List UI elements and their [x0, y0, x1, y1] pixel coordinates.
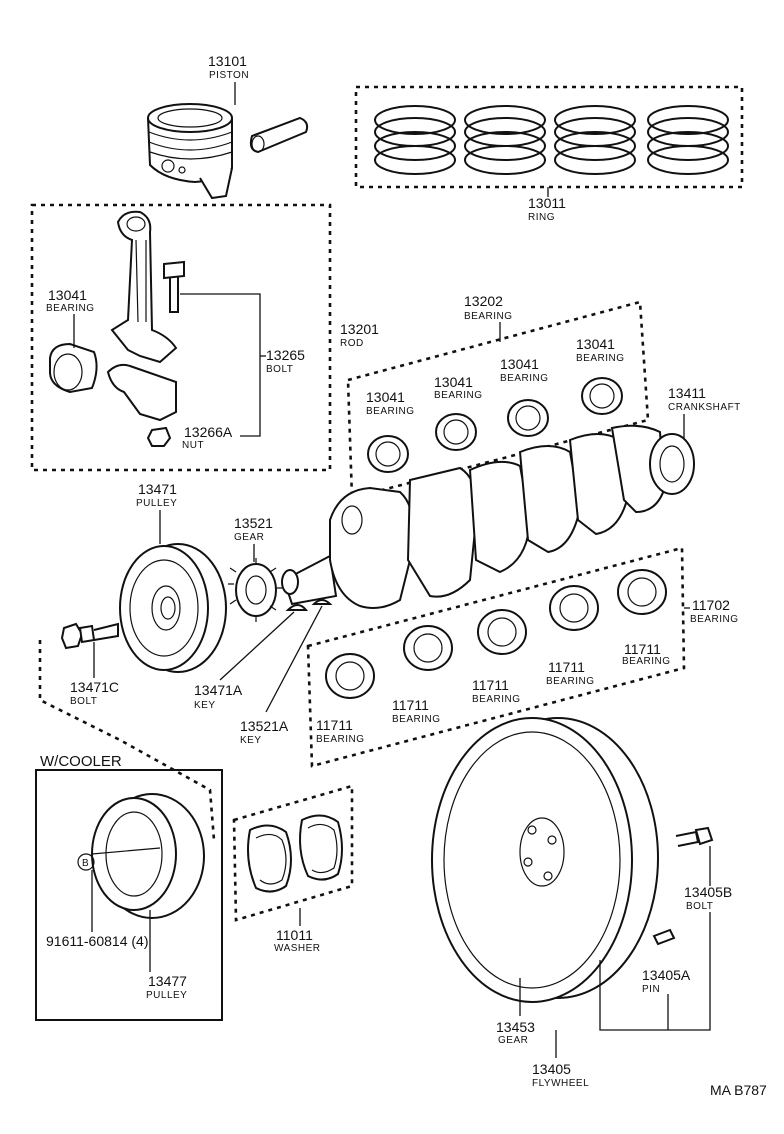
main-b2-name: BEARING	[392, 714, 441, 725]
upper-bearing-set-number: 13202	[464, 293, 503, 309]
piston-drawing	[147, 103, 309, 200]
bearing-u4-number: 13041	[576, 336, 615, 352]
pulley-bolt-number: 13471C	[70, 679, 119, 695]
bearing-u3-number: 13041	[500, 356, 539, 372]
pulley-bolt-drawing	[60, 622, 119, 650]
rod-bolt-leader	[180, 293, 261, 437]
gear-number: 13521	[234, 515, 273, 531]
pulley-drawing	[119, 543, 227, 673]
upper-bearing-set-name: BEARING	[464, 311, 513, 322]
main-b1-number: 11711	[316, 717, 353, 733]
rod-bolt-name: BOLT	[266, 364, 293, 375]
flywheel-bolt-number: 13405B	[684, 884, 732, 900]
cooler-bolt-number: 91611-60814 (4)	[46, 933, 148, 949]
main-b4-number: 11711	[548, 659, 585, 675]
rod-bearing-name: BEARING	[46, 303, 95, 314]
ring-gear-number: 13453	[496, 1019, 535, 1035]
rod-number: 13201	[340, 321, 379, 337]
washer-name: WASHER	[274, 943, 321, 954]
rod-bearing-number: 13041	[48, 287, 87, 303]
key-a-name: KEY	[194, 700, 216, 711]
bearing-u1-name: BEARING	[366, 406, 415, 417]
key-a-number: 13471A	[194, 682, 243, 698]
piston-number: 13101	[208, 53, 247, 69]
timing-gear-drawing	[228, 558, 282, 622]
flywheel-number: 13405	[532, 1061, 571, 1077]
upper-bearing-box	[346, 300, 650, 500]
pulley-bolt-name: BOLT	[70, 696, 97, 707]
flywheel-pin-drawing	[652, 928, 676, 946]
upper-bearings-drawing	[367, 377, 623, 473]
cooler-variant-label: W/COOLER	[40, 753, 122, 770]
main-b5-name: BEARING	[622, 656, 671, 667]
flywheel-bolt-drawing	[694, 826, 714, 846]
bolt-marker-letter: B	[82, 858, 89, 869]
bolt-marker	[77, 853, 95, 871]
crankshaft-drawing	[281, 424, 695, 609]
thrust-washers-drawing	[247, 814, 343, 893]
flywheel-pin-number: 13405A	[642, 967, 691, 983]
rod-bolt-number: 13265	[266, 347, 305, 363]
main-b3-number: 11711	[472, 677, 509, 693]
crankshaft-number: 13411	[668, 385, 706, 401]
cooler-pulley-number: 13477	[148, 973, 187, 989]
flywheel-pin-name: PIN	[642, 984, 660, 995]
main-b2-number: 11711	[392, 697, 429, 713]
bearing-u2-name: BEARING	[434, 390, 483, 401]
washer-number: 11011	[276, 927, 313, 943]
flywheel-name: FLYWHEEL	[532, 1078, 589, 1089]
washer-box	[232, 784, 354, 922]
key-a-leader	[219, 611, 295, 681]
rod-nut-number: 13266A	[184, 424, 233, 440]
main-bearings-drawing	[325, 569, 667, 699]
key-b-number: 13521A	[240, 718, 289, 734]
cooler-box	[35, 769, 223, 1021]
cooler-dashed-link	[38, 640, 216, 841]
main-b4-name: BEARING	[546, 676, 595, 687]
cooler-pulley-drawing	[91, 793, 205, 919]
gear-name: GEAR	[234, 532, 264, 543]
piston-name: PISTON	[209, 70, 249, 81]
flywheel-bolt-shank	[675, 830, 700, 847]
cooler-pulley-name: PULLEY	[146, 990, 187, 1001]
flywheel-group-leader	[599, 912, 711, 1031]
main-bearing-set-name: BEARING	[690, 614, 739, 625]
bearing-u4-name: BEARING	[576, 353, 625, 364]
main-b3-name: BEARING	[472, 694, 521, 705]
bearing-u1-number: 13041	[366, 389, 405, 405]
figure-code: MA B787	[710, 1082, 767, 1098]
main-b1-name: BEARING	[316, 734, 365, 745]
pulley-number: 13471	[138, 481, 177, 497]
ring-number: 13011	[528, 195, 566, 211]
key-b-leader	[265, 605, 323, 713]
crankshaft-name: CRANKSHAFT	[668, 402, 741, 413]
key-a-drawing	[285, 604, 309, 611]
flywheel-drawing	[431, 717, 659, 1003]
main-bearing-set-number: 11702	[692, 597, 730, 613]
flywheel-bolt-name: BOLT	[686, 901, 713, 912]
main-bearing-box	[306, 546, 686, 768]
key-b-drawing	[311, 599, 333, 605]
bearing-u3-name: BEARING	[500, 373, 549, 384]
main-b5-number: 11711	[624, 641, 661, 657]
ring-gear-name: GEAR	[498, 1035, 528, 1046]
rod-nut-name: NUT	[182, 440, 204, 451]
bearing-u2-number: 13041	[434, 374, 473, 390]
connecting-rod-drawing	[49, 210, 185, 447]
rod-group-box	[30, 203, 332, 472]
pulley-name: PULLEY	[136, 498, 177, 509]
ring-set-drawing	[354, 85, 744, 189]
key-b-name: KEY	[240, 735, 262, 746]
rod-name: ROD	[340, 338, 364, 349]
ring-name: RING	[528, 212, 555, 223]
